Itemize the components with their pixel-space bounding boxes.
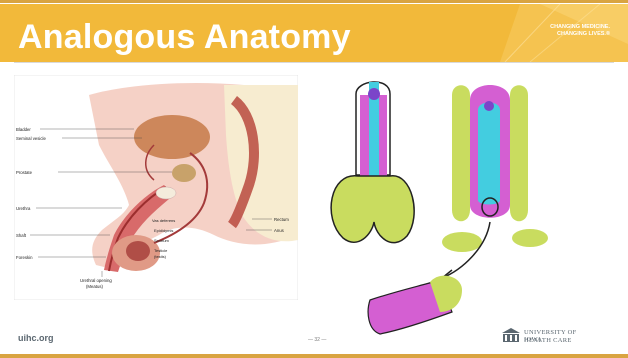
- label-urethral-opening: Urethral opening: [80, 278, 112, 283]
- label-scrotum: Scrotum: [154, 238, 170, 243]
- uiowa-logo: UNIVERSITY OF IOWA HEALTH CARE: [502, 326, 594, 346]
- analogy-arrow: [442, 222, 490, 278]
- label-testicle: Testicle: [154, 248, 168, 253]
- tagline-line-2: CHANGING LIVES.®: [530, 31, 610, 38]
- arrow-head: [442, 270, 452, 284]
- footer-url: uihc.org: [18, 333, 54, 343]
- page-number: — 32 —: [308, 337, 326, 343]
- label-prostate: Prostate: [16, 170, 33, 175]
- logo-line-2: HEALTH CARE: [524, 337, 572, 344]
- label-meatus: (Meatus): [86, 284, 104, 289]
- label-epididymis: Epididymis: [154, 228, 173, 233]
- label-shaft: Shaft: [16, 233, 27, 238]
- bottom-border: [0, 354, 628, 358]
- page-title: Analogous Anatomy: [18, 18, 351, 57]
- vulva-drawing: [442, 85, 548, 252]
- top-border: [0, 0, 628, 3]
- label-foreskin: Foreskin: [16, 255, 33, 260]
- tagline: CHANGING MEDICINE. CHANGING LIVES.®: [530, 24, 610, 38]
- anatomy-illustration: Bladder Seminal vesicle Prostate Urethra…: [14, 75, 298, 300]
- label-vas-deferens: Vas deferens: [152, 218, 175, 223]
- label-bladder: Bladder: [16, 127, 31, 132]
- label-rectum: Rectum: [274, 217, 289, 222]
- label-anus: Anus: [274, 228, 284, 233]
- cross-section-drawing: [368, 276, 462, 334]
- title-rule: [14, 62, 614, 63]
- building-icon: [502, 328, 520, 344]
- penis-drawing: [331, 82, 414, 243]
- title-bar: Analogous Anatomy CHANGING MEDICINE. CHA…: [0, 4, 628, 62]
- label-urethra: Urethra: [16, 206, 31, 211]
- label-testis: (testis): [154, 254, 167, 259]
- label-seminal-vesicle: Seminal vesicle: [16, 136, 46, 141]
